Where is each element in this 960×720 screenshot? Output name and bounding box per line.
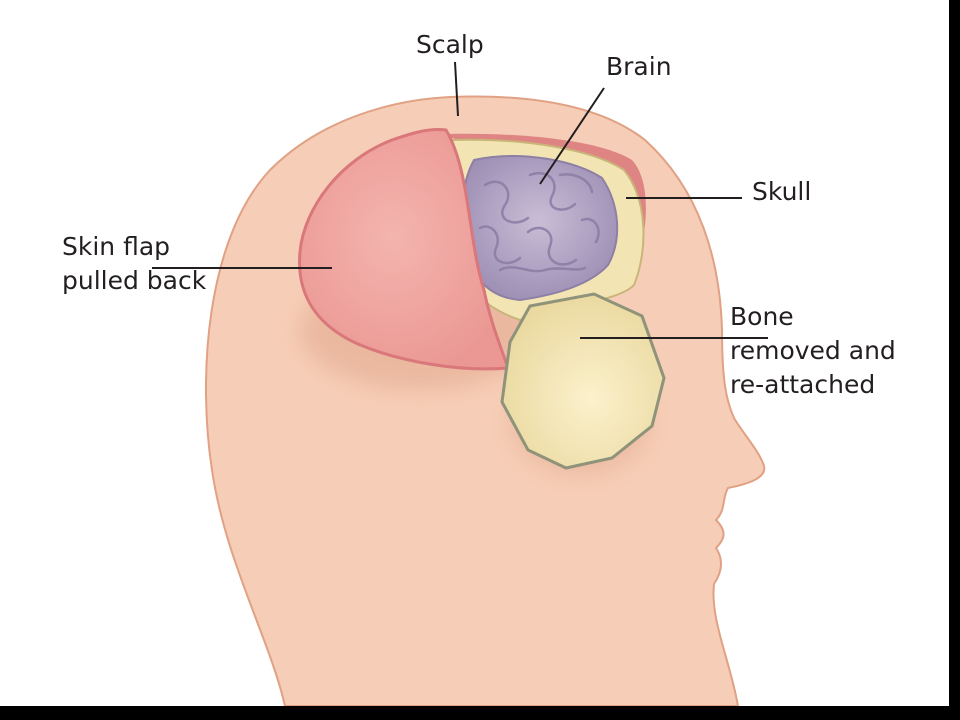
skin-flap: [298, 128, 511, 371]
bone-label-line3: re-attached: [730, 370, 876, 399]
illustration: [152, 61, 768, 706]
scalp-leader: [454, 61, 459, 117]
brain-label-text: Brain: [606, 52, 672, 81]
diagram-canvas: Scalp Brain Skull Skin flap pulled back …: [0, 0, 949, 706]
skin-flap-label-line2: pulled back: [62, 266, 207, 295]
skull-label-text: Skull: [752, 177, 812, 206]
skin-flap-label-line1: Skin flap: [62, 232, 171, 261]
leader-lines: [152, 61, 768, 339]
scalp-label: Scalp: [416, 28, 484, 62]
skull-label: Skull: [752, 175, 811, 209]
skin-flap-label: Skin flap pulled back: [62, 230, 206, 298]
bone-label-line1: Bone: [730, 302, 794, 331]
scalp-label-text: Scalp: [416, 30, 484, 59]
brain-folds: [478, 172, 600, 273]
brain-leader: [539, 87, 605, 185]
bone-label: Bone removed and re-attached: [730, 300, 896, 402]
brain-label: Brain: [606, 50, 672, 84]
bone-label-line2: removed and: [730, 336, 896, 365]
